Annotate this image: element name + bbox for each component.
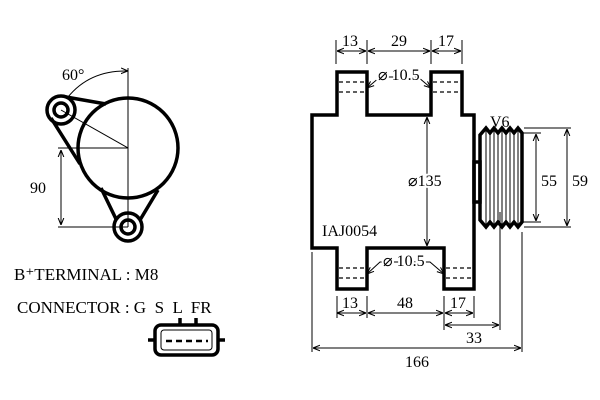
top-hole-label: ⌀ 10.5 [378,67,420,84]
bottom-hole-leader [367,261,444,274]
front-view: 60° 90 [30,67,180,243]
pulley-type-label: V6 [490,114,510,131]
upper-mount-hole [52,101,70,119]
top-dim-label: 29 [391,33,407,50]
part-number: IAJ0054 [322,223,377,240]
lower-mount-ear [112,211,144,243]
housing-outline [310,70,476,291]
pulley-outer-label: 59 [572,173,588,190]
angle-label: 60° [62,67,84,84]
mount-arms [49,95,160,221]
bottom-dim-label: 13 [342,295,358,312]
pulley-ext-lines [522,127,571,228]
alternator-body-circle [76,96,180,200]
bottom-hole-label: ⌀ 10.5 [383,253,425,270]
angle-arc [67,71,128,98]
side-view: IAJ0054 V6 ⌀135 ⌀ 10.5 ⌀ 10.5 13 29 17 1… [310,33,588,371]
bottom-ext-lines [311,212,523,352]
lower-mount-hole [119,218,137,236]
connector-icon [148,318,225,357]
body-diameter-label: ⌀135 [408,173,442,190]
top-dim-label: 17 [438,33,454,50]
overall-length-label: 166 [405,354,429,371]
top-ext-lines [335,40,463,64]
upper-mount-ear [45,94,77,126]
bottom-dim-label: 17 [450,295,466,312]
radial-line [60,109,129,149]
bottom-dim-label: 48 [397,295,413,312]
terminal-spec: B⁺TERMINAL : M8 [14,265,158,284]
top-dim-label: 13 [342,33,358,50]
pulley [478,125,524,230]
offset-label: 90 [30,180,46,197]
pulley-offset-label: 33 [466,330,482,347]
pulley-inner-label: 55 [541,173,557,190]
top-hole-leader [367,76,431,88]
connector-spec: CONNECTOR : G S L FR [17,298,212,317]
